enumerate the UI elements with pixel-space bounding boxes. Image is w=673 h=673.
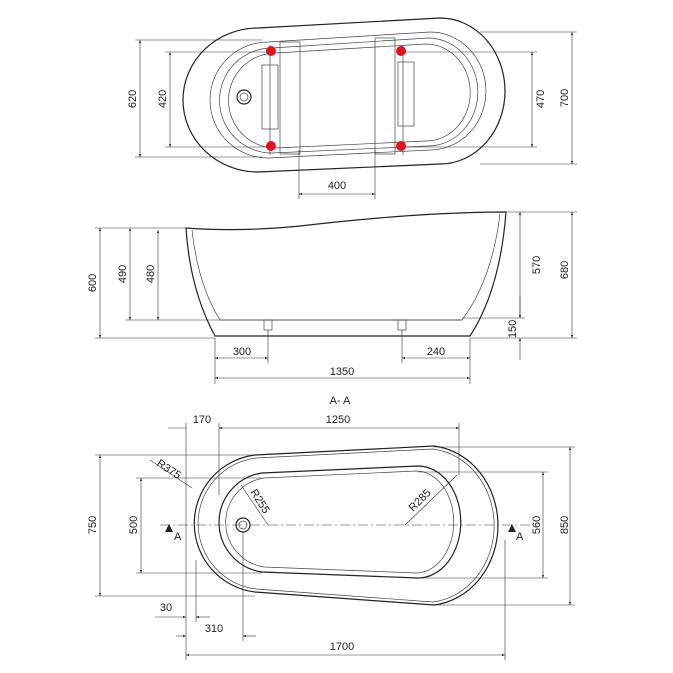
dim-500: 500 [128,516,140,534]
dim-300: 300 [233,346,251,358]
dim-570: 570 [531,256,543,274]
dim-700: 700 [559,89,571,107]
plan-view: A- A A A R375 R255 R285 170 1250 750 500 [87,395,575,660]
plan-outer-rim [193,445,499,606]
dim-r255: R255 [247,487,271,516]
dim-470: 470 [535,90,547,108]
side-view: 600 490 480 570 680 150 300 240 1350 [87,211,577,384]
foot-left [263,319,273,331]
dim-420: 420 [157,90,169,108]
bracket-right [397,61,415,127]
dim-480: 480 [145,265,157,283]
foot-marker [266,141,276,151]
section-marker-right: A [516,531,524,543]
dim-400: 400 [328,180,346,192]
top-inner-rim [209,31,487,159]
top-outer-rim [182,17,506,173]
tub-side-profile [185,211,507,337]
dim-30: 30 [160,602,172,614]
dim-850: 850 [559,516,571,534]
dim-1250: 1250 [326,414,350,426]
dim-750: 750 [87,516,99,534]
dim-240: 240 [427,346,445,358]
dim-600: 600 [87,274,99,292]
dim-560: 560 [531,516,543,534]
dim-1350: 1350 [330,366,354,378]
dim-170: 170 [193,414,211,426]
support-beam-right [374,37,396,155]
top-basin [219,37,479,154]
support-beam-left [279,41,301,155]
dim-1700: 1700 [330,641,354,653]
foot-marker [266,46,276,56]
foot-marker [396,141,406,151]
dim-310: 310 [205,623,223,635]
dim-490: 490 [117,265,129,283]
section-label: A- A [330,395,351,407]
section-arrow-left [165,524,173,532]
foot-right [397,319,407,331]
top-basin-inner [228,43,471,149]
section-arrow-right [508,524,516,532]
dim-680: 680 [559,261,571,279]
section-marker-left: A [174,531,182,543]
plan-basin [218,465,462,579]
dim-620: 620 [127,90,139,108]
drain-icon [236,89,252,105]
top-view: 620 420 470 700 400 [127,17,577,199]
foot-marker [396,46,406,56]
dim-150: 150 [507,320,519,338]
